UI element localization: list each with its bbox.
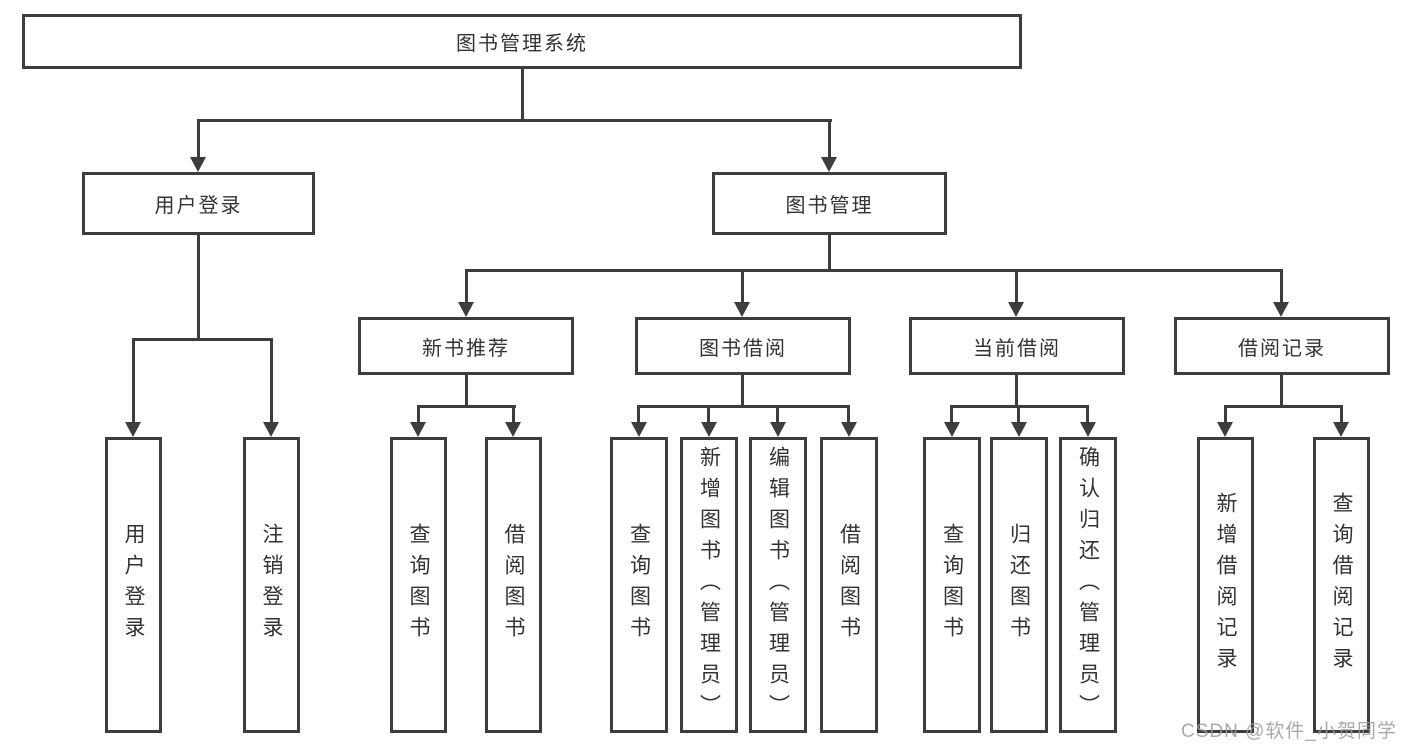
leaf-bb-borrow-book-label: 借阅图书 xyxy=(837,523,861,647)
node-current-borrowing-label: 当前借阅 xyxy=(973,337,1061,360)
node-book-borrowing-label: 图书借阅 xyxy=(699,337,787,360)
connector-new-book-rec-branch xyxy=(417,405,516,408)
arrow-down-icon xyxy=(944,422,960,437)
leaf-bb-borrow-book: 借阅图书 xyxy=(820,437,878,733)
leaf-bb-query-book: 查询图书 xyxy=(610,437,668,733)
node-root-library-management-system: 图书管理系统 xyxy=(22,14,1022,69)
leaf-cb-confirm-return-admin-label: 确认归还（管理员） xyxy=(1076,445,1100,725)
arrow-down-icon xyxy=(505,422,521,437)
connector-user-login-branch xyxy=(132,338,273,341)
connector-to-leaf-cb-query xyxy=(950,405,953,422)
arrow-down-icon xyxy=(1273,302,1289,317)
connector-to-new-book-rec xyxy=(465,269,468,302)
node-current-borrowing: 当前借阅 xyxy=(909,317,1125,375)
connector-to-borrow-records xyxy=(1280,269,1283,302)
arrow-down-icon xyxy=(1217,422,1233,437)
arrow-down-icon xyxy=(821,157,837,172)
leaf-rec-query-book: 查询图书 xyxy=(390,437,447,733)
connector-to-leaf-cb-confirm xyxy=(1086,405,1089,422)
connector-book-mgmt-stem xyxy=(828,235,831,271)
connector-to-leaf-bb-edit xyxy=(776,405,779,422)
arrow-down-icon xyxy=(841,422,857,437)
connector-new-book-rec-stem xyxy=(465,375,468,408)
leaf-cb-query-book: 查询图书 xyxy=(923,437,981,733)
node-new-book-recommendation: 新书推荐 xyxy=(358,317,574,375)
leaf-rec-borrow-book-label: 借阅图书 xyxy=(502,523,525,647)
connector-root-branch xyxy=(197,119,832,122)
node-book-management: 图书管理 xyxy=(712,172,947,235)
connector-book-mgmt-branch xyxy=(465,269,1283,272)
connector-borrow-records-stem xyxy=(1280,375,1283,408)
csdn-watermark: CSDN @软件_小贺同学 xyxy=(1181,721,1397,742)
arrow-down-icon xyxy=(1011,422,1027,437)
node-user-login-label: 用户登录 xyxy=(154,195,243,217)
leaf-br-query-record-label: 查询借阅记录 xyxy=(1330,492,1353,678)
arrow-down-icon xyxy=(701,422,717,437)
node-root-label: 图书管理系统 xyxy=(456,33,588,55)
arrow-down-icon xyxy=(410,422,426,437)
leaf-rec-query-book-label: 查询图书 xyxy=(407,523,430,647)
leaf-rec-borrow-book: 借阅图书 xyxy=(485,437,542,733)
arrow-down-icon xyxy=(1333,422,1349,437)
leaf-logout: 注销登录 xyxy=(243,437,300,733)
connector-to-leaf-rec-borrow xyxy=(512,405,515,422)
connector-user-login-stem xyxy=(197,235,200,341)
connector-root-stem xyxy=(521,69,524,121)
connector-to-leaf-br-add xyxy=(1224,405,1227,422)
connector-to-current-borrow xyxy=(1015,269,1018,302)
node-book-borrowing: 图书借阅 xyxy=(635,317,851,375)
node-book-management-label: 图书管理 xyxy=(785,195,874,217)
connector-to-leaf-bb-query xyxy=(637,405,640,422)
leaf-bb-edit-book-admin-label: 编辑图书（管理员） xyxy=(766,445,790,725)
leaf-cb-return-book: 归还图书 xyxy=(990,437,1048,733)
leaf-cb-return-book-label: 归还图书 xyxy=(1007,523,1031,647)
node-borrowing-records: 借阅记录 xyxy=(1174,317,1390,375)
connector-to-book-borrow xyxy=(741,269,744,302)
leaf-bb-edit-book-admin: 编辑图书（管理员） xyxy=(749,437,807,733)
connector-to-leaf-user-login xyxy=(132,338,135,422)
node-borrowing-records-label: 借阅记录 xyxy=(1238,337,1326,360)
arrow-down-icon xyxy=(458,302,474,317)
connector-book-borrow-stem xyxy=(741,375,744,408)
connector-to-leaf-bb-borrow xyxy=(847,405,850,422)
connector-current-borrow-stem xyxy=(1015,375,1018,408)
connector-to-leaf-bb-add xyxy=(707,405,710,422)
leaf-user-login-label: 用户登录 xyxy=(122,523,145,647)
leaf-cb-confirm-return-admin: 确认归还（管理员） xyxy=(1059,437,1117,733)
node-user-login: 用户登录 xyxy=(82,172,315,235)
node-new-book-recommendation-label: 新书推荐 xyxy=(422,337,510,360)
connector-borrow-records-branch xyxy=(1224,405,1343,408)
connector-book-borrow-branch xyxy=(637,405,850,408)
arrow-down-icon xyxy=(1008,302,1024,317)
arrow-down-icon xyxy=(1080,422,1096,437)
leaf-logout-label: 注销登录 xyxy=(260,523,283,647)
connector-to-leaf-logout xyxy=(270,338,273,422)
leaf-bb-add-book-admin: 新增图书（管理员） xyxy=(680,437,738,733)
leaf-bb-query-book-label: 查询图书 xyxy=(627,523,651,647)
connector-to-leaf-br-query xyxy=(1340,405,1343,422)
leaf-br-add-record-label: 新增借阅记录 xyxy=(1214,492,1237,678)
connector-to-leaf-cb-return xyxy=(1017,405,1020,422)
arrow-down-icon xyxy=(190,157,206,172)
leaf-user-login: 用户登录 xyxy=(105,437,162,733)
leaf-br-add-record: 新增借阅记录 xyxy=(1197,437,1254,733)
leaf-cb-query-book-label: 查询图书 xyxy=(940,523,964,647)
connector-to-book-mgmt xyxy=(828,119,831,157)
arrow-down-icon xyxy=(734,302,750,317)
connector-to-user-login xyxy=(197,119,200,157)
arrow-down-icon xyxy=(263,422,279,437)
arrow-down-icon xyxy=(631,422,647,437)
connector-to-leaf-rec-query xyxy=(417,405,420,422)
leaf-bb-add-book-admin-label: 新增图书（管理员） xyxy=(697,445,721,725)
leaf-br-query-record: 查询借阅记录 xyxy=(1313,437,1370,733)
arrow-down-icon xyxy=(125,422,141,437)
arrow-down-icon xyxy=(770,422,786,437)
